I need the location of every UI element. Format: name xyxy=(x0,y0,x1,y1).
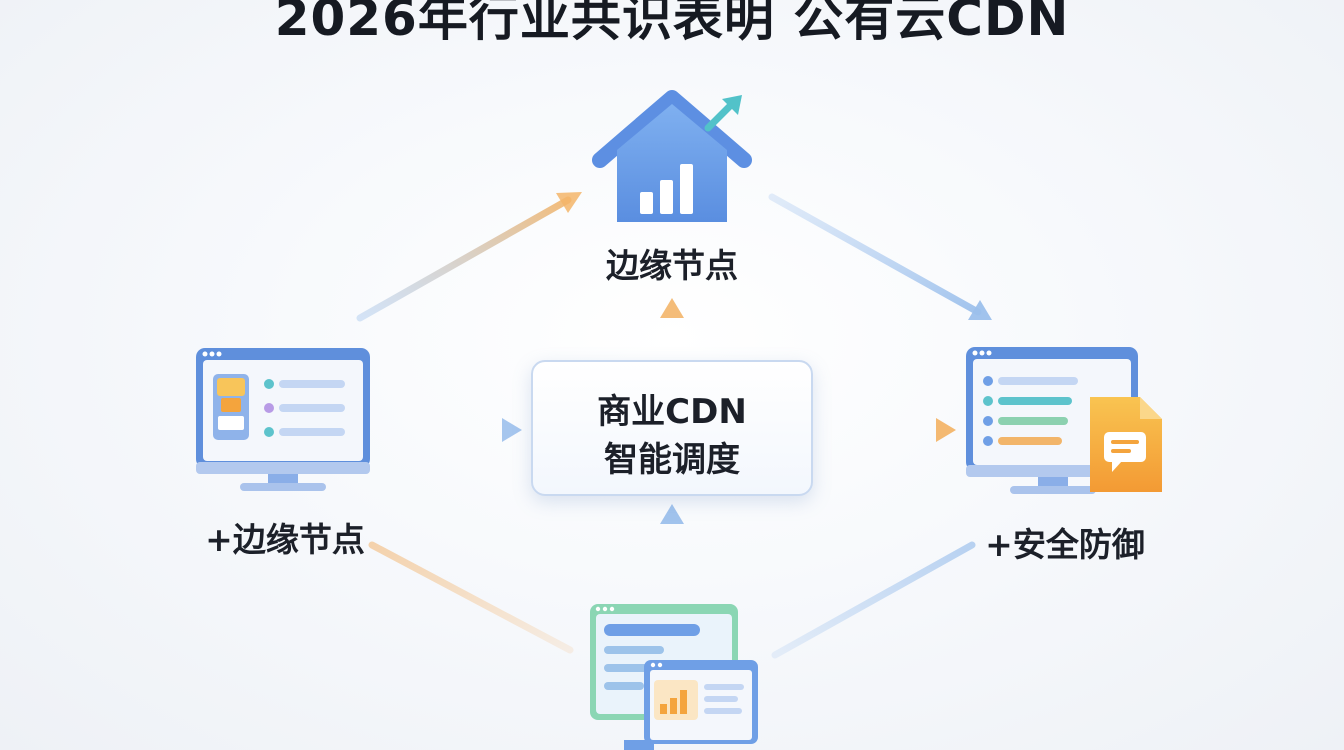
dashboard-screens-icon xyxy=(590,604,758,750)
monitor-document-icon xyxy=(966,347,1162,494)
arrow-left-to-center xyxy=(380,418,522,442)
node-top-label: 边缘节点 xyxy=(606,246,738,285)
connector-left-to-bottom xyxy=(368,541,574,654)
center-node-line1: 商业CDN xyxy=(597,392,747,432)
diagram-title: 2026年行业共识表明 公有云CDN xyxy=(274,0,1070,47)
arrow-top-to-right xyxy=(768,193,992,320)
center-node-box: 商业CDN 智能调度 xyxy=(531,360,813,496)
node-right-label: +安全防御 xyxy=(985,525,1145,564)
connector-right-to-bottom xyxy=(771,541,976,659)
arrow-left-to-top xyxy=(356,192,582,322)
arrow-center-to-right xyxy=(818,418,956,442)
center-node-line2: 智能调度 xyxy=(604,440,740,480)
arrow-center-to-top xyxy=(660,298,684,360)
house-chart-icon xyxy=(592,90,752,222)
arrow-bottom-to-center xyxy=(660,504,684,592)
node-left-label: +边缘节点 xyxy=(205,520,365,559)
monitor-icon xyxy=(196,348,370,491)
